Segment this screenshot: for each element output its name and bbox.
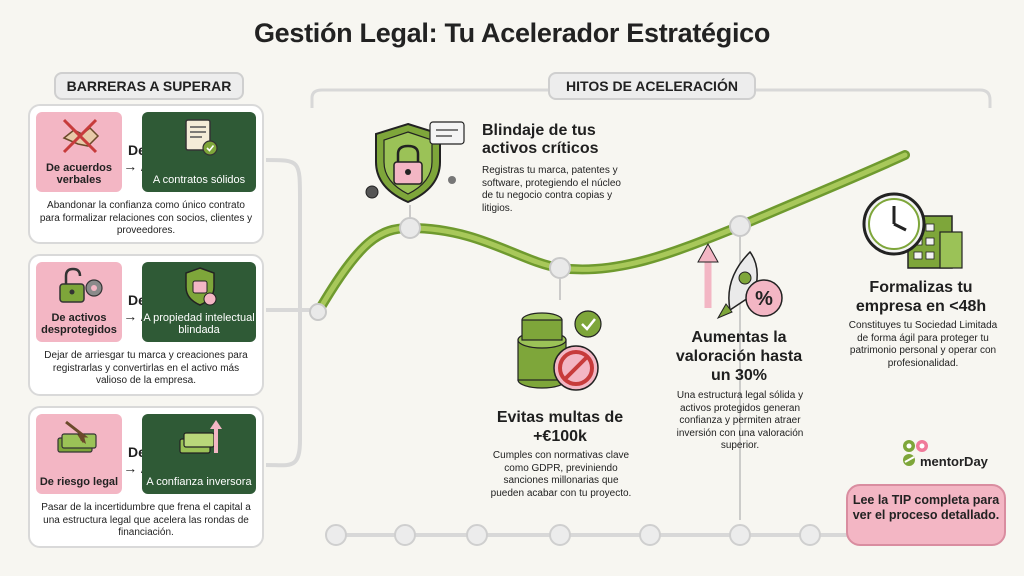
page-title: Gestión Legal: Tu Acelerador Estratégico [253,18,771,48]
barrier-to-label: A contratos sólidos [152,174,246,186]
rocket-percent-icon: % [697,242,783,320]
barrier-bracket [265,158,302,468]
milestones-heading: HITOS DE ACELERACIÓN [548,72,756,100]
barriers-heading: BARRERAS A SUPERAR [54,72,244,100]
barrier-description: Dejar de arriesgar tu marca y creaciones… [44,350,248,386]
shield-check-icon [185,267,217,306]
milestone-title: Blindaje de tus activos críticos [482,122,599,157]
barrier-card: De riesgo legal De → A A confianza inver… [28,406,264,548]
mentorday-logo-text: mentorDay [920,454,988,469]
barrier-to-label: A propiedad intelectual blindada [143,312,255,336]
money-up-arrow-icon [179,420,222,454]
barrier-from-box: De activos desprotegidos [36,262,122,342]
milestone-description: Registras tu marca, patentes y software,… [482,165,621,214]
open-padlock-icon [59,267,103,303]
milestone-description: Constituyes tu Sociedad Limitada de form… [848,320,998,369]
mentorday-logo-icon [903,440,928,466]
baseline-node [325,524,821,546]
barrier-description: Pasar de la incertidumbre que frena el c… [41,502,251,538]
barrier-to-box: A contratos sólidos [142,112,256,192]
barrier-from-label: De activos desprotegidos [41,312,117,336]
barrier-from-label: De acuerdos verbales [45,162,113,186]
barrier-to-box: A propiedad intelectual blindada [142,262,256,342]
barrier-from-box: De acuerdos verbales [36,112,122,192]
shield-padlock-icon [365,121,465,204]
curve-node [309,215,751,321]
barrier-to-box: A confianza inversora [142,414,256,494]
coins-no-icon [517,310,602,391]
milestone-title: Formalizas tu empresa en <48h [855,279,987,315]
handshake-crossed-icon [62,118,100,154]
barrier-description: Abandonar la confianza como único contra… [39,200,253,236]
tip-link[interactable]: Lee la TIP completa para ver el proceso … [846,484,1006,546]
barrier-card: De acuerdos verbales De → A A contratos … [28,104,264,244]
barrier-card: De activos desprotegidos De → A A propie… [28,254,264,396]
mentorday-logo: mentorDay [900,438,1010,474]
barrier-to-label: A confianza inversora [146,476,252,488]
svg-text:%: % [755,288,773,310]
barrier-from-label: De riesgo legal [39,476,119,488]
milestone-description: Una estructura legal sólida y activos pr… [676,390,804,451]
clock-building-icon [862,192,963,269]
barrier-from-box: De riesgo legal [36,414,122,494]
contract-document-icon [185,119,218,156]
milestone-description: Cumples con normativas clave como GDPR, … [490,450,632,499]
milestone-title: Aumentas la valoración hasta un 30% [675,329,803,384]
money-down-arrow-icon [57,420,97,453]
milestone-title: Evitas multas de +€100k [496,409,624,445]
